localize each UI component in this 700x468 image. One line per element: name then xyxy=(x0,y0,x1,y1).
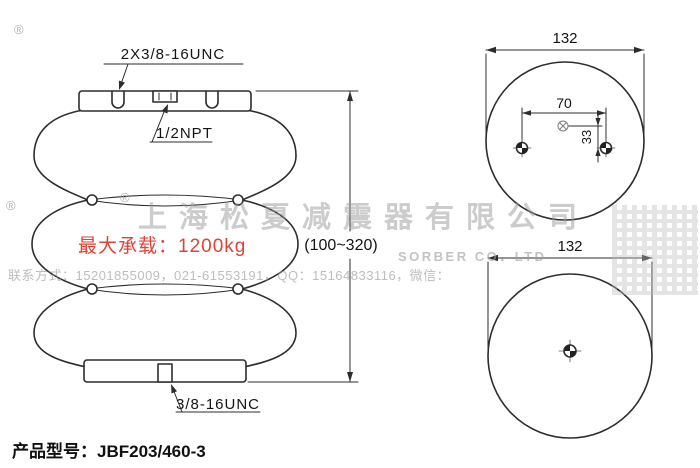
max-load-label: 最大承载：1200kg xyxy=(78,236,247,257)
bottom-stud xyxy=(157,363,173,383)
girdle-ring xyxy=(86,283,98,295)
height-dimension xyxy=(247,90,359,383)
bottom-view xyxy=(487,254,653,439)
top-view xyxy=(485,46,645,221)
bolt-fill xyxy=(600,142,612,154)
arrowhead xyxy=(347,91,353,101)
arrowhead xyxy=(595,118,601,126)
contact-watermark: 联系方式：15201855009，021-61553191，QQ：1516483… xyxy=(8,268,451,283)
callouts xyxy=(103,63,261,413)
qr-code-watermark xyxy=(612,205,698,295)
callout-bottom-thread-label: 3/8-16UNC xyxy=(176,396,260,413)
registered-trademark-icon: ® xyxy=(14,22,24,37)
bolt-marker-right xyxy=(596,138,616,158)
arrowhead xyxy=(118,80,125,90)
callout-air-port-label: 1/2NPT xyxy=(156,125,213,142)
company-watermark-cn: 上海松夏减震器有限公司 xyxy=(138,202,590,234)
waist-seam-upper-2 xyxy=(87,283,243,290)
callout-leader xyxy=(172,388,183,413)
arrowhead xyxy=(522,110,531,116)
bolt-marker-left xyxy=(512,138,532,158)
height-range-label: (100~320) xyxy=(304,237,377,254)
bolt-offset-label: 33 xyxy=(579,130,594,144)
company-watermark-en: SORBER CO．LTD xyxy=(398,249,547,264)
arrowhead xyxy=(642,254,652,262)
callout-leader xyxy=(151,106,167,143)
top-bolt-cutout-left xyxy=(111,90,125,109)
top-view-diameter-label: 132 xyxy=(552,30,577,47)
inlet-circle xyxy=(557,120,569,132)
arrowhead xyxy=(347,372,353,382)
arrowhead xyxy=(595,148,601,156)
product-model-label: 产品型号：JBF203/460-3 xyxy=(12,442,206,461)
bolt-fill xyxy=(516,142,528,154)
arrowhead xyxy=(488,254,498,262)
inlet-cross xyxy=(559,122,567,130)
bottom-view-diameter-label: 132 xyxy=(557,238,582,255)
arrowhead xyxy=(634,46,644,54)
registered-trademark-icon: ® xyxy=(120,190,130,205)
registered-trademark-icon: ® xyxy=(6,198,16,213)
air-inlet-symbol xyxy=(557,120,569,132)
arrowhead xyxy=(597,110,606,116)
center-marker xyxy=(558,339,582,363)
front-view xyxy=(31,90,299,383)
top-bolt-cutout-right xyxy=(205,90,219,109)
arrowhead xyxy=(161,104,168,114)
bolt-spacing-label: 70 xyxy=(556,95,572,111)
center-fill xyxy=(564,345,576,357)
arrowhead xyxy=(171,384,178,394)
girdle-ring xyxy=(86,194,98,206)
arrowhead xyxy=(486,46,496,54)
waist-seam-upper-1 xyxy=(87,194,243,201)
waist-seam-lower-2 xyxy=(87,288,243,296)
waist-seam-lower-1 xyxy=(87,199,243,207)
callout-top-thread-label: 2X3/8-16UNC xyxy=(121,46,225,63)
girdle-ring xyxy=(232,283,244,295)
air-port xyxy=(152,90,178,103)
girdle-ring xyxy=(232,194,244,206)
